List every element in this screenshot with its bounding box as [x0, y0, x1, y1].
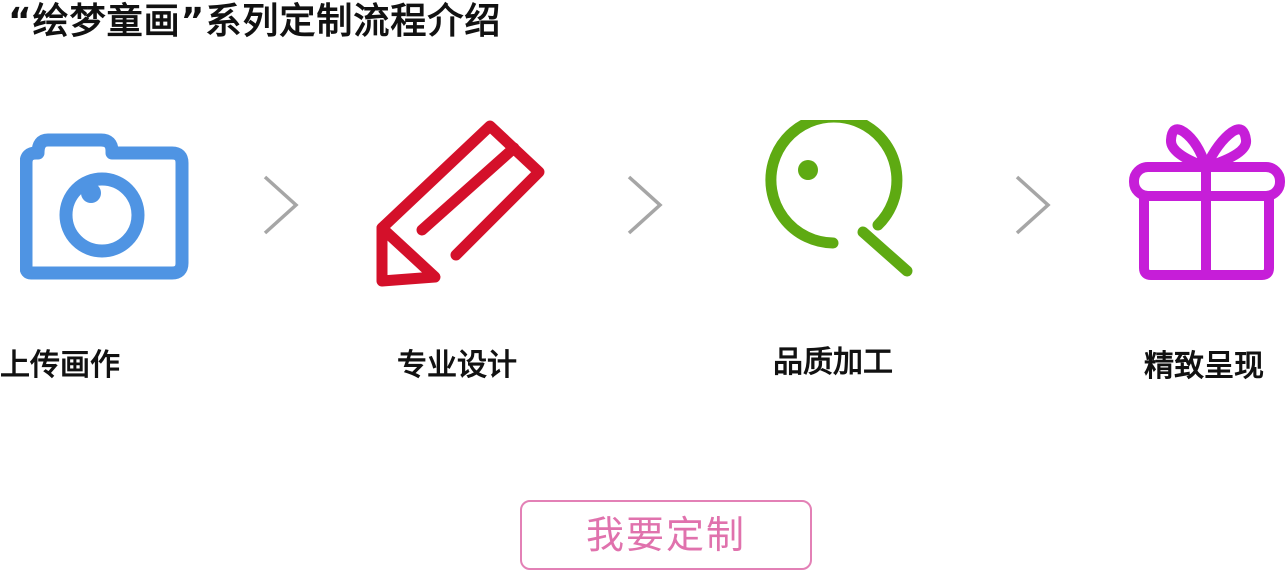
- customize-button[interactable]: 我要定制: [520, 500, 812, 570]
- chevron-right-icon: [263, 175, 299, 235]
- camera-icon: [20, 133, 189, 280]
- pencil-icon: [376, 120, 545, 287]
- step-label-presentation: 精致呈现: [1144, 349, 1264, 384]
- step-label-design: 专业设计: [397, 348, 517, 383]
- step-label-upload: 上传画作: [0, 348, 120, 383]
- page-title: “绘梦童画”系列定制流程介绍: [8, 1, 502, 42]
- magnifier-icon: [765, 120, 913, 277]
- gift-icon: [1129, 124, 1285, 280]
- step-label-processing: 品质加工: [773, 345, 893, 380]
- chevron-right-icon: [1015, 175, 1051, 235]
- chevron-right-icon: [627, 175, 663, 235]
